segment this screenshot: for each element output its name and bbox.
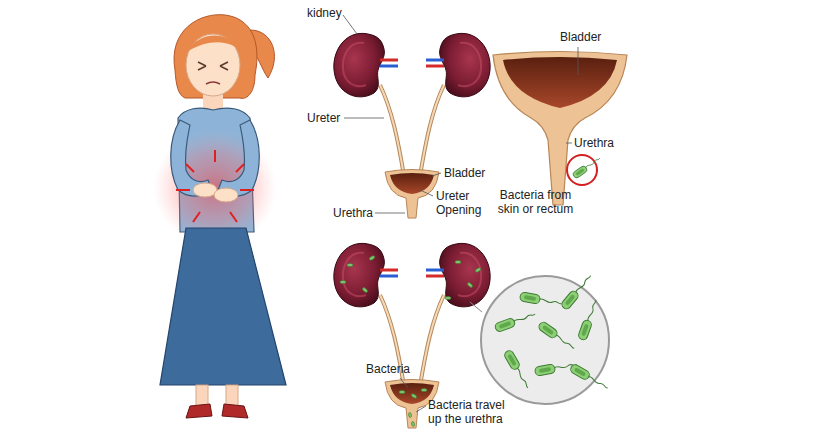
bladder-closeup bbox=[493, 52, 627, 206]
part-label: Bladder bbox=[444, 166, 485, 180]
part-label: kidney bbox=[307, 6, 342, 20]
part-label: Bacteria from skin or rectum bbox=[488, 188, 583, 217]
part-label: Bacteria bbox=[366, 362, 410, 376]
magnified-bacteria bbox=[470, 273, 610, 404]
part-label: Urethra bbox=[574, 136, 614, 150]
woman-figure bbox=[153, 15, 286, 418]
part-label: Urethra bbox=[333, 206, 373, 220]
part-label: Bladder bbox=[560, 30, 601, 44]
part-label: Ureter bbox=[307, 111, 340, 125]
part-label: Ureter Opening bbox=[436, 189, 496, 218]
part-label: Bacteria travel up the urethra bbox=[428, 398, 520, 427]
